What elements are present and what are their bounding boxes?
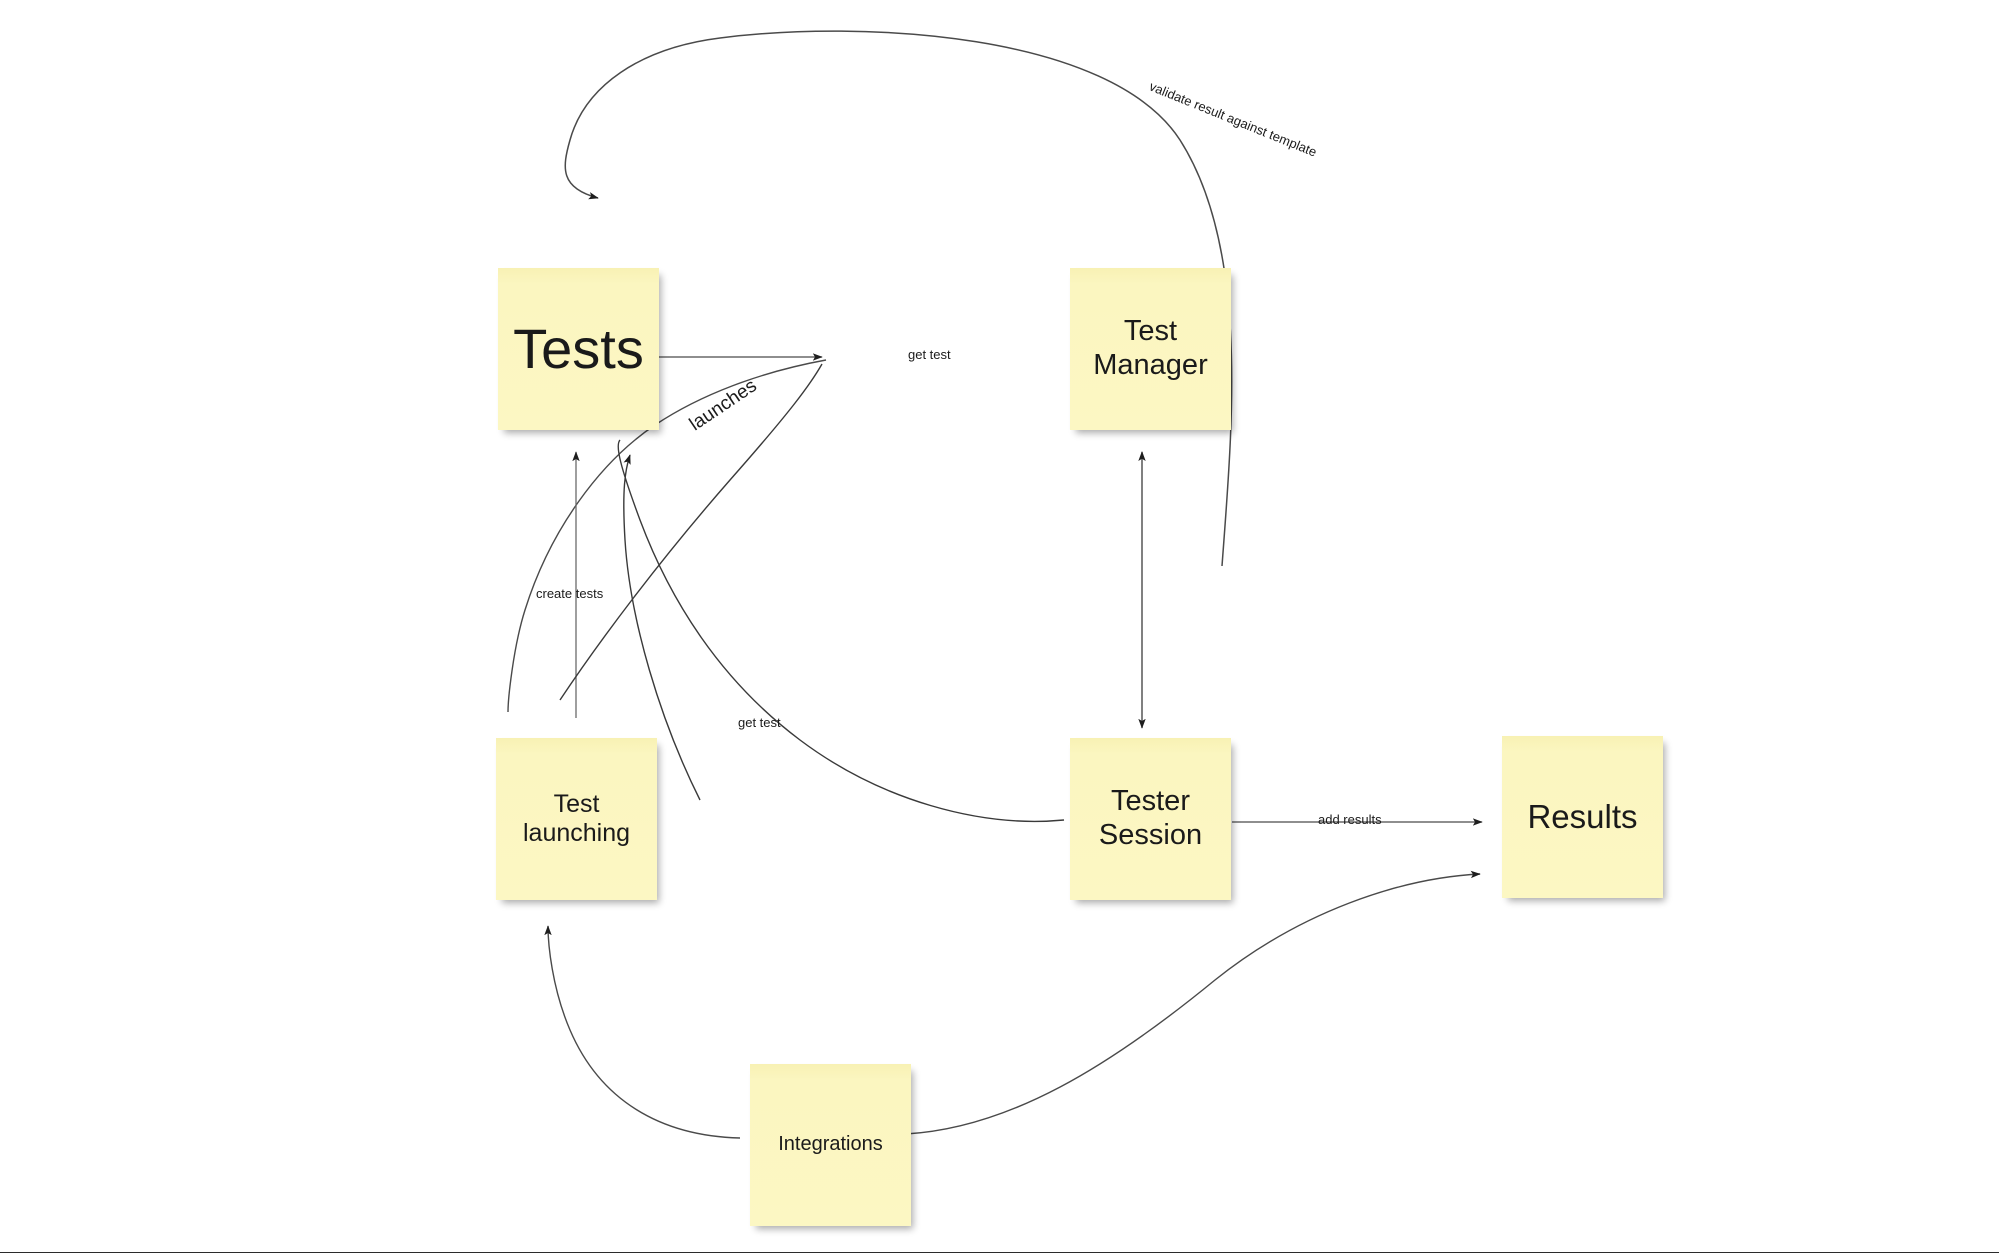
- bottom-divider: [0, 1252, 1999, 1253]
- edge-get-test-bottom: [617, 439, 1065, 823]
- edge-label-get-test-bottom: get test: [738, 715, 781, 730]
- note-integrations[interactable]: Integrations: [750, 1064, 911, 1226]
- note-results[interactable]: Results: [1502, 736, 1663, 898]
- edge-label-add-results: add results: [1318, 812, 1382, 827]
- note-test-launching-label: Test launching: [522, 790, 631, 847]
- edge-label-launches: launches: [685, 375, 761, 436]
- note-integrations-label: Integrations: [778, 1133, 883, 1156]
- edge-label-create-tests: create tests: [536, 586, 604, 601]
- edge-label-get-test-top: get test: [908, 347, 951, 362]
- note-test-launching[interactable]: Test launching: [496, 738, 657, 900]
- note-tests-label: Tests: [513, 316, 644, 380]
- edge-launches-head: [560, 530, 615, 690]
- note-test-manager[interactable]: Test Manager: [1070, 268, 1231, 430]
- edge-integrations-results: [905, 870, 1481, 1135]
- note-results-label: Results: [1527, 797, 1638, 835]
- note-tester-session[interactable]: Tester Session: [1070, 738, 1231, 900]
- note-tester-session-label: Tester Session: [1098, 785, 1203, 851]
- note-tests[interactable]: Tests: [498, 268, 659, 430]
- edge-integrations-launching: [544, 925, 741, 1139]
- edge-label-validate-result: validate result against template: [1147, 78, 1319, 160]
- note-test-manager-label: Test Manager: [1093, 315, 1208, 381]
